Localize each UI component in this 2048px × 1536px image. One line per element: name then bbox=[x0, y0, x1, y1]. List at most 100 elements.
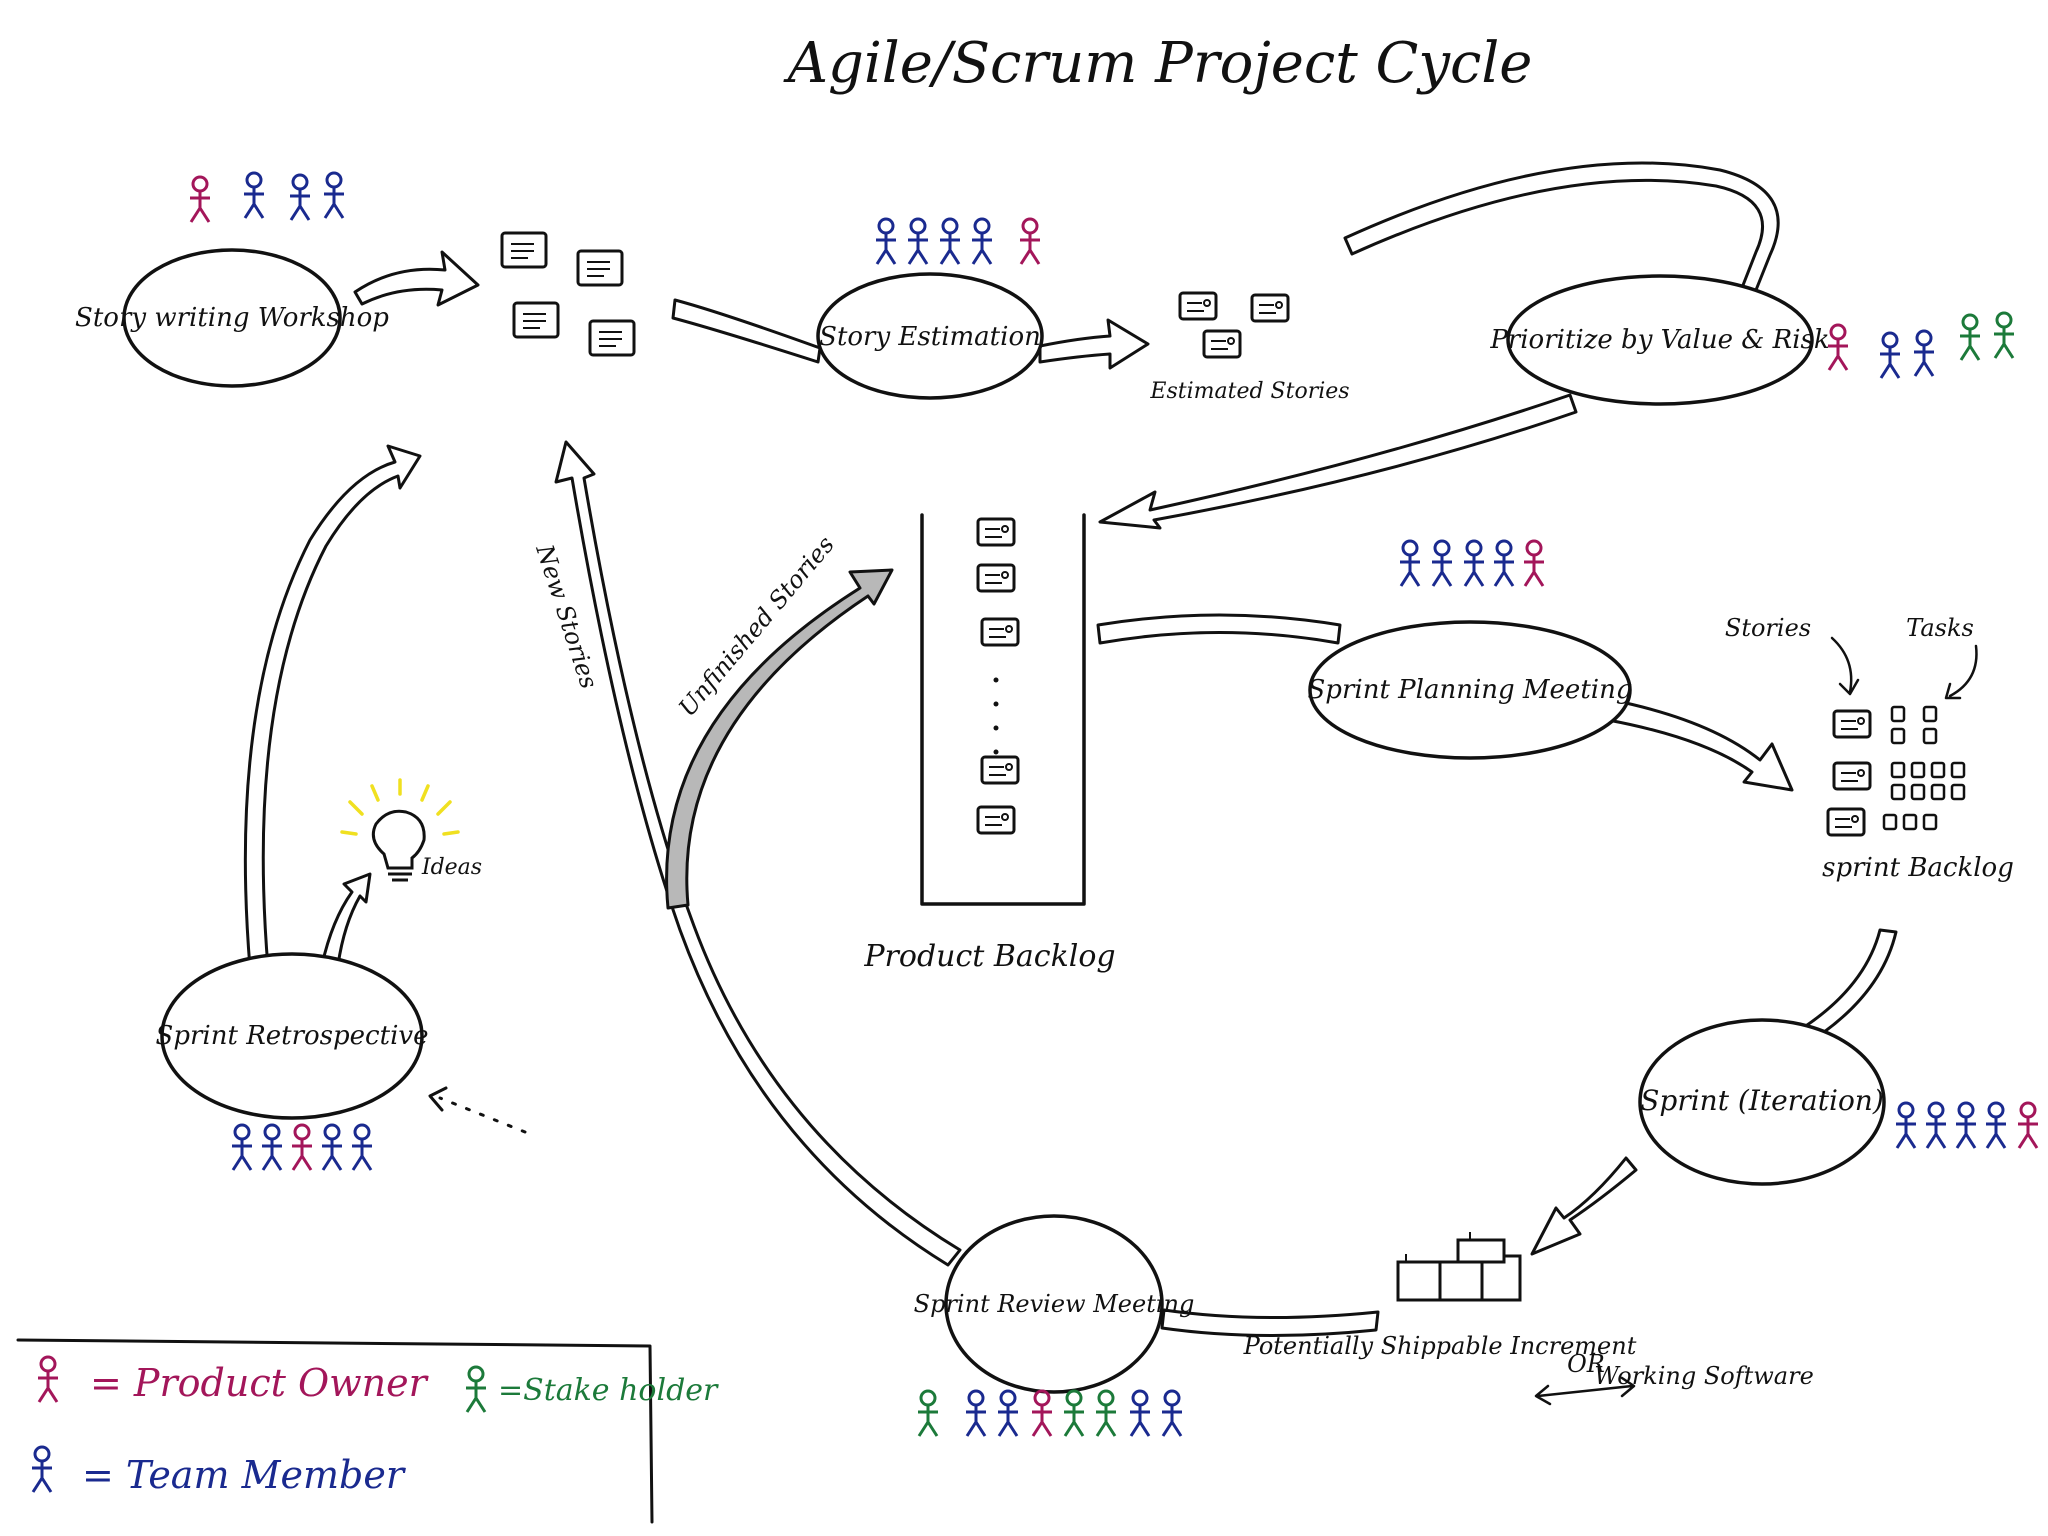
ideas-label: Ideas bbox=[421, 855, 482, 880]
stories-pointer-label: Stories bbox=[1725, 614, 1811, 642]
story-writing-label: Story writing Workshop bbox=[75, 303, 389, 333]
team-member-figure bbox=[874, 217, 898, 266]
estimated-card bbox=[1178, 291, 1218, 321]
estimation-people bbox=[874, 217, 1042, 266]
backlog-item bbox=[980, 617, 1020, 647]
task-card bbox=[1890, 705, 1906, 723]
backlog-item bbox=[976, 563, 1016, 593]
team-member-figure bbox=[970, 217, 994, 266]
retro-people bbox=[230, 1123, 374, 1172]
task-card bbox=[1890, 727, 1906, 745]
team-member-figure bbox=[1954, 1101, 1978, 1150]
stakeholder-figure bbox=[1062, 1389, 1086, 1438]
sprint-story-card bbox=[1826, 807, 1866, 837]
team-member-figure bbox=[1398, 539, 1422, 588]
review-people bbox=[916, 1389, 1184, 1438]
arrow-planning-to-sprintbacklog bbox=[1606, 698, 1794, 792]
task-card bbox=[1890, 761, 1906, 779]
story-estimation-label: Story Estimation bbox=[819, 322, 1041, 352]
dotted-arrow-to-retro bbox=[438, 1096, 527, 1134]
story-writing-bubble bbox=[122, 248, 342, 388]
diagram-title: Agile/Scrum Project Cycle bbox=[783, 31, 1533, 96]
arrow-estimation-to-estimated bbox=[1038, 318, 1150, 370]
product-owner-figure bbox=[2016, 1101, 2040, 1150]
dotted-arrowhead bbox=[428, 1086, 448, 1112]
stakeholder-figure bbox=[1094, 1389, 1118, 1438]
sprint-story-card bbox=[1832, 709, 1872, 739]
task-card bbox=[1882, 813, 1898, 831]
team-member-figure bbox=[260, 1123, 284, 1172]
team-member-figure bbox=[938, 217, 962, 266]
product-owner-figure bbox=[1826, 323, 1850, 372]
legend-product-owner-label: = Product Owner bbox=[90, 1361, 430, 1405]
arrow-stories-to-estimation bbox=[671, 298, 822, 364]
sprint-people bbox=[1894, 1101, 2040, 1150]
team-member-figure bbox=[1128, 1389, 1152, 1438]
task-card bbox=[1902, 813, 1918, 831]
story-estimation-bubble bbox=[816, 272, 1044, 400]
team-member-figure bbox=[320, 1123, 344, 1172]
team-member-figure bbox=[1462, 539, 1486, 588]
team-member-figure bbox=[906, 217, 930, 266]
team-member-figure bbox=[288, 173, 312, 222]
estimated-card bbox=[1250, 293, 1290, 323]
tasks-pointer-label: Tasks bbox=[1906, 614, 1974, 642]
legend-team-member-label: = Team Member bbox=[82, 1453, 407, 1497]
arrow-retro-to-ideas bbox=[320, 872, 372, 967]
estimated-story-cards bbox=[1178, 291, 1290, 359]
team-member-figure bbox=[350, 1123, 374, 1172]
story-card bbox=[500, 231, 548, 269]
backlog-item bbox=[980, 755, 1020, 785]
product-owner-figure bbox=[1030, 1389, 1054, 1438]
task-card bbox=[1930, 761, 1946, 779]
story-card bbox=[576, 249, 624, 287]
story-card bbox=[588, 319, 636, 357]
arrow-unfinished-stories bbox=[665, 568, 894, 910]
sprint-backlog-label: sprint Backlog bbox=[1822, 853, 2014, 883]
product-owner-figure bbox=[188, 175, 212, 224]
legend-team-member-icon bbox=[30, 1445, 54, 1494]
arrow-prioritize-to-backlog bbox=[1098, 393, 1578, 530]
sprint-backlog-board bbox=[1826, 705, 1966, 837]
team-member-figure bbox=[1878, 331, 1902, 380]
arrow-retro-to-workshop bbox=[243, 444, 422, 970]
task-card bbox=[1930, 783, 1946, 801]
task-card bbox=[1950, 783, 1966, 801]
task-card bbox=[1910, 783, 1926, 801]
prioritize-bubble bbox=[1506, 274, 1814, 406]
sprint-bubble bbox=[1638, 1018, 1886, 1186]
sprint-story-card bbox=[1832, 761, 1872, 791]
prioritize-people bbox=[1826, 311, 2016, 380]
team-member-figure bbox=[1984, 1101, 2008, 1150]
legend-stakeholder-icon bbox=[464, 1365, 488, 1414]
sprint-label: Sprint (Iteration) bbox=[1640, 1084, 1884, 1117]
task-card bbox=[1950, 761, 1966, 779]
team-member-figure bbox=[230, 1123, 254, 1172]
story-card bbox=[512, 301, 560, 339]
sprint-review-label: Sprint Review Meeting bbox=[914, 1290, 1195, 1318]
increment-boxes-icon bbox=[1396, 1232, 1522, 1302]
prioritize-label: Prioritize by Value & Risk bbox=[1489, 325, 1829, 355]
arrow-sprint-to-increment bbox=[1530, 1156, 1638, 1256]
task-card bbox=[1890, 783, 1906, 801]
team-member-figure bbox=[322, 171, 346, 220]
task-card bbox=[1910, 761, 1926, 779]
arrow-backlog-to-planning bbox=[1096, 613, 1342, 645]
legend-product-owner-icon bbox=[36, 1355, 60, 1404]
team-member-figure bbox=[242, 171, 266, 220]
written-story-cards bbox=[500, 231, 636, 357]
product-owner-figure bbox=[290, 1123, 314, 1172]
estimated-card bbox=[1202, 329, 1242, 359]
sprint-review-bubble bbox=[944, 1214, 1164, 1394]
sprint-retro-label: Sprint Retrospective bbox=[156, 1021, 429, 1051]
team-member-figure bbox=[1924, 1101, 1948, 1150]
product-owner-figure bbox=[1522, 539, 1546, 588]
task-card bbox=[1922, 813, 1938, 831]
stakeholder-figure bbox=[916, 1389, 940, 1438]
working-software-label: Working Software bbox=[1594, 1362, 1814, 1390]
or-label: OR bbox=[1567, 1350, 1605, 1378]
legend-stakeholder-label: =Stake holder bbox=[498, 1373, 719, 1408]
backlog-item bbox=[976, 805, 1016, 835]
sprint-retro-bubble bbox=[160, 952, 424, 1120]
